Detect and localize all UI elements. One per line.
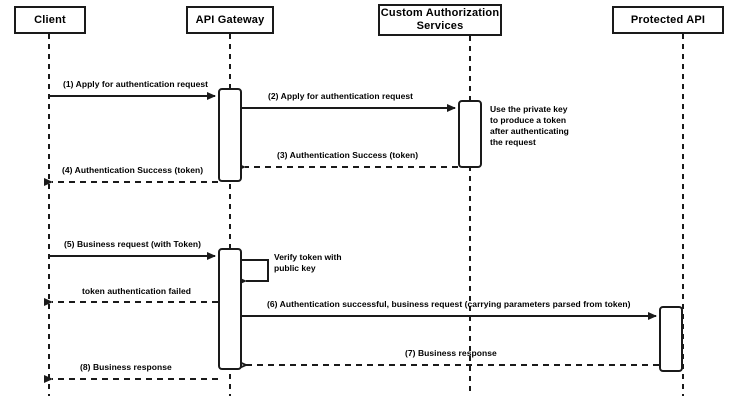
activation-bar-protected-api: [659, 306, 683, 372]
activation-bar-api-gateway-business: [218, 248, 242, 370]
participant-label-api-gateway: API Gateway: [195, 13, 265, 26]
participant-box-client[interactable]: Client: [14, 6, 86, 34]
activation-bar-custom-authorization-services: [458, 100, 482, 168]
self-message-label-verify-token: Verify token with public key: [274, 252, 342, 273]
participant-box-api-gateway[interactable]: API Gateway: [186, 6, 274, 34]
message-label-2: (2) Apply for authentication request: [268, 91, 414, 101]
message-label-4: (4) Authentication Success (token): [62, 165, 204, 175]
message-label-7: (7) Business response: [405, 348, 497, 358]
message-label-6: (6) Authentication successful, business …: [267, 299, 631, 309]
participant-label-client: Client: [34, 13, 66, 26]
participant-box-protected-api[interactable]: Protected API: [612, 6, 724, 34]
participant-box-custom-authorization-services[interactable]: Custom Authorization Services: [378, 4, 502, 36]
participant-label-protected-api: Protected API: [630, 13, 706, 26]
message-label-8: (8) Business response: [80, 362, 172, 372]
message-label-5: (5) Business request (with Token): [64, 239, 202, 249]
self-message-arrow-verify-token: [238, 259, 269, 285]
message-label-1: (1) Apply for authentication request: [63, 79, 209, 89]
participant-label-custom-authorization-services: Custom Authorization Services: [380, 7, 500, 32]
message-label-token-authentication-failed: token authentication failed: [82, 286, 192, 296]
note-private-key-token: Use the private key to produce a token a…: [490, 104, 569, 147]
activation-bar-api-gateway-auth: [218, 88, 242, 182]
message-label-3: (3) Authentication Success (token): [277, 150, 419, 160]
